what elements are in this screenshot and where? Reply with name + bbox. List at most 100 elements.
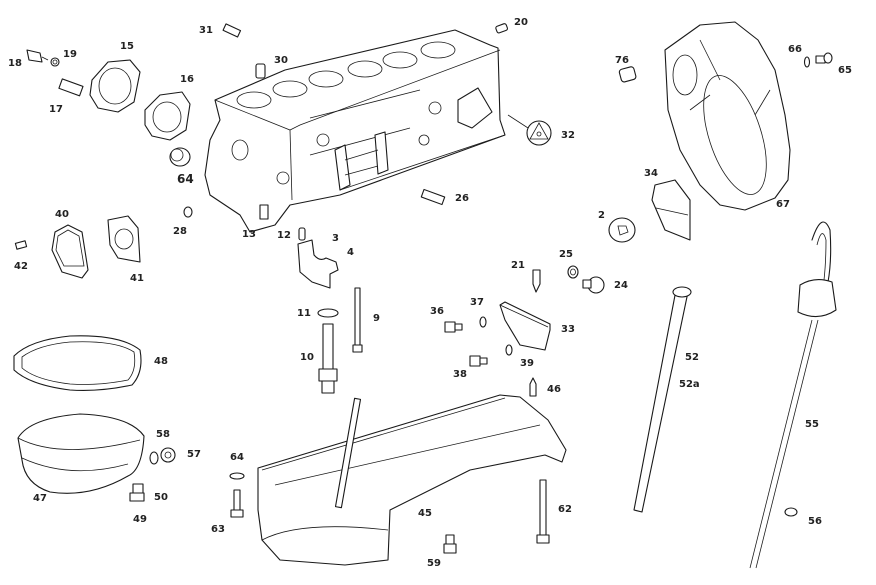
label-32: 32 — [561, 130, 575, 141]
part-10-stud[interactable] — [318, 323, 338, 394]
part-39-lock-washer[interactable] — [505, 344, 513, 356]
label-2: 2 — [598, 210, 605, 221]
part-26-stud[interactable] — [420, 188, 446, 206]
part-labels: 18 19 17 15 16 64 31 30 20 32 26 28 13 1… — [8, 17, 852, 569]
label-21: 21 — [511, 260, 525, 271]
part-36-bolt[interactable] — [444, 321, 463, 333]
label-50: 50 — [154, 492, 168, 503]
label-15: 15 — [120, 41, 134, 52]
engine-block[interactable] — [204, 29, 506, 233]
label-33: 33 — [561, 324, 575, 335]
label-58: 58 — [156, 429, 170, 440]
part-9-bolt[interactable] — [352, 287, 363, 353]
label-38: 38 — [453, 369, 467, 380]
part-42-screw[interactable] — [14, 240, 28, 250]
part-16-gasket[interactable] — [144, 91, 191, 141]
label-30: 30 — [274, 55, 288, 66]
part-65-bolt[interactable] — [815, 52, 833, 64]
label-59: 59 — [427, 558, 441, 569]
part-62-bolt[interactable] — [536, 479, 550, 544]
part-21-pin[interactable] — [532, 269, 541, 293]
label-67: 67 — [776, 199, 790, 210]
label-47: 47 — [33, 493, 47, 504]
label-20: 20 — [514, 17, 528, 28]
label-64-washer: 64 — [230, 452, 244, 463]
label-16: 16 — [180, 74, 194, 85]
part-52-guide-tube[interactable] — [633, 286, 692, 513]
part-64-washer[interactable] — [229, 472, 245, 480]
label-42: 42 — [14, 261, 28, 272]
part-40-cover[interactable] — [51, 224, 89, 279]
part-67-end-cover[interactable] — [664, 21, 791, 211]
label-9: 9 — [373, 313, 380, 324]
part-59-drain-plug[interactable] — [443, 534, 457, 554]
label-31: 31 — [199, 25, 213, 36]
label-10: 10 — [300, 352, 314, 363]
label-63: 63 — [211, 524, 225, 535]
part-57-plug[interactable] — [160, 447, 176, 463]
part-76-sleeve[interactable] — [618, 66, 637, 83]
part-49-drain-plug[interactable] — [129, 483, 145, 502]
part-25-seal-ring[interactable] — [567, 265, 579, 279]
label-49: 49 — [133, 514, 147, 525]
part-63-bolt[interactable] — [230, 489, 244, 518]
part-12-dowel-pin[interactable] — [298, 227, 306, 241]
label-4: 4 — [347, 247, 354, 258]
label-64-bushing: 64 — [177, 172, 194, 186]
part-3-4-bearing-cap[interactable] — [297, 239, 339, 289]
part-32-cover-plate[interactable] — [507, 114, 552, 146]
part-33-bracket[interactable] — [499, 301, 551, 351]
label-34: 34 — [644, 168, 658, 179]
part-56-o-ring[interactable] — [784, 507, 798, 517]
label-57: 57 — [187, 449, 201, 460]
part-46-dowel[interactable] — [529, 377, 537, 397]
label-65: 65 — [838, 65, 852, 76]
part-31-stud[interactable] — [222, 23, 242, 38]
label-52a: 52a — [679, 379, 700, 390]
label-40: 40 — [55, 209, 69, 220]
label-13: 13 — [242, 229, 256, 240]
part-17-stud[interactable] — [58, 78, 84, 97]
label-56: 56 — [808, 516, 822, 527]
label-11: 11 — [297, 308, 311, 319]
part-45-upper-oil-pan[interactable] — [257, 394, 567, 566]
part-28-nut[interactable] — [183, 206, 193, 218]
part-20-dowel[interactable] — [495, 23, 508, 34]
part-47-lower-oil-pan[interactable] — [17, 413, 145, 494]
part-55-dipstick[interactable] — [749, 221, 837, 569]
label-12: 12 — [277, 230, 291, 241]
part-37-lock-washer[interactable] — [479, 316, 487, 328]
part-11-washer[interactable] — [317, 308, 339, 318]
part-2-screw-plug[interactable] — [608, 217, 636, 243]
label-46: 46 — [547, 384, 561, 395]
part-15-seal-housing[interactable] — [89, 59, 141, 113]
label-28: 28 — [173, 226, 187, 237]
label-48: 48 — [154, 356, 168, 367]
part-66-washer[interactable] — [803, 56, 811, 68]
label-3: 3 — [332, 233, 339, 244]
part-18-plug[interactable] — [26, 49, 49, 63]
label-62: 62 — [558, 504, 572, 515]
label-37: 37 — [470, 297, 484, 308]
label-18: 18 — [8, 58, 22, 69]
label-66: 66 — [788, 44, 802, 55]
part-19-seal-ring[interactable] — [50, 57, 60, 67]
label-17: 17 — [49, 104, 63, 115]
part-64-bushing[interactable] — [169, 147, 191, 167]
part-48-gasket[interactable] — [13, 335, 142, 391]
label-45: 45 — [418, 508, 432, 519]
label-55: 55 — [805, 419, 819, 430]
label-36: 36 — [430, 306, 444, 317]
part-58-seal-ring[interactable] — [149, 451, 159, 465]
part-38-bolt[interactable] — [469, 355, 488, 367]
part-34-baffle[interactable] — [651, 179, 691, 241]
label-25: 25 — [559, 249, 573, 260]
label-76: 76 — [615, 55, 629, 66]
part-41-gasket[interactable] — [107, 215, 141, 263]
label-52: 52 — [685, 352, 699, 363]
part-30-sleeve[interactable] — [255, 63, 266, 79]
label-19: 19 — [63, 49, 77, 60]
part-24-screw-plug[interactable] — [582, 276, 605, 294]
label-26: 26 — [455, 193, 469, 204]
